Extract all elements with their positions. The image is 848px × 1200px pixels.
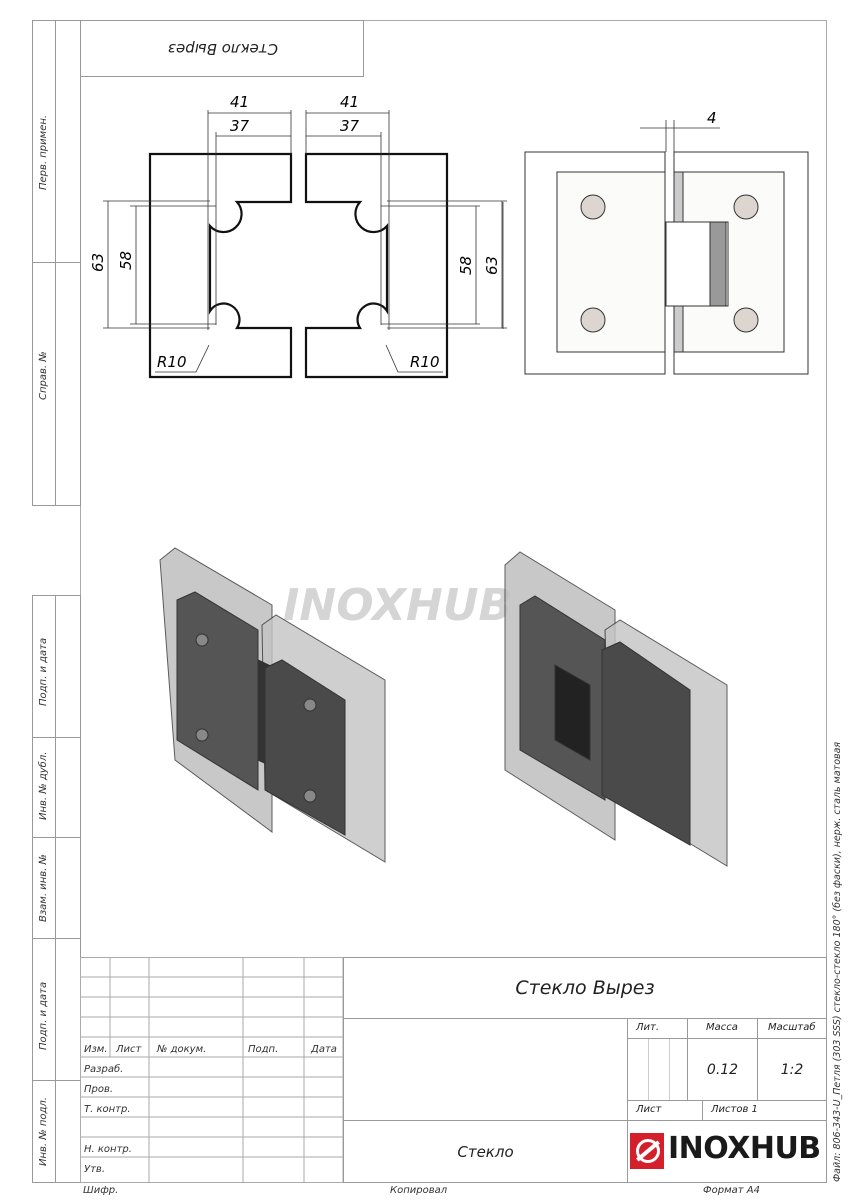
logo-text: INOXHUB bbox=[668, 1131, 821, 1166]
dim-gap: 4 bbox=[707, 109, 717, 127]
lit-label: Лит. bbox=[627, 1018, 688, 1039]
dim-r10-left: R10 bbox=[157, 353, 187, 371]
role-norm-control: Н. контр. bbox=[84, 1144, 132, 1155]
footer-cipher: Шифр. bbox=[83, 1185, 119, 1196]
header-date: Дата bbox=[311, 1044, 337, 1055]
company-logo: INOXHUB bbox=[627, 1120, 827, 1183]
technical-drawing: 41 37 41 37 63 58 58 63 R10 R10 4 INOXHU… bbox=[89, 93, 809, 867]
scale-value: 1:2 bbox=[757, 1038, 827, 1101]
material: Стекло bbox=[343, 1120, 628, 1183]
role-approved: Утв. bbox=[84, 1164, 105, 1175]
dim-41-left: 41 bbox=[230, 93, 249, 111]
watermark: INOXHUB bbox=[283, 580, 512, 631]
logo-mark-icon bbox=[630, 1133, 664, 1169]
role-tech-control: Т. контр. bbox=[84, 1104, 131, 1115]
header-doc: № докум. bbox=[157, 1044, 207, 1055]
dim-63-left: 63 bbox=[89, 253, 107, 272]
dim-37-right: 37 bbox=[340, 117, 360, 135]
role-checker: Пров. bbox=[84, 1084, 114, 1095]
dim-63-right: 63 bbox=[483, 256, 501, 275]
sheets-count: Листов 1 bbox=[702, 1100, 827, 1121]
cutout-left bbox=[148, 152, 293, 379]
drawing-title: Стекло Вырез bbox=[343, 957, 827, 1019]
hinge-iso-view-right bbox=[504, 551, 728, 867]
side-cell bbox=[55, 262, 81, 506]
dim-58-left: 58 bbox=[117, 251, 135, 270]
cutout-right bbox=[304, 152, 449, 379]
hinge-iso-view-left bbox=[159, 547, 386, 863]
header-list: Лист bbox=[116, 1044, 142, 1055]
dim-41-right: 41 bbox=[340, 93, 359, 111]
dim-r10-right: R10 bbox=[410, 353, 440, 371]
dim-37-left: 37 bbox=[230, 117, 250, 135]
scale-label: Масштаб bbox=[757, 1018, 827, 1039]
header-izm: Изм. bbox=[84, 1044, 108, 1055]
hinge-front-view bbox=[524, 151, 809, 375]
role-developer: Разраб. bbox=[84, 1064, 124, 1075]
lit-value bbox=[627, 1038, 688, 1101]
blank-cell bbox=[343, 1018, 628, 1121]
footer-format: Формат А4 bbox=[703, 1185, 760, 1196]
sheet-label: Лист bbox=[627, 1100, 703, 1121]
side-cell bbox=[55, 1080, 81, 1183]
revision-grid bbox=[80, 957, 343, 1183]
side-label: Инв. № подл. bbox=[38, 1097, 49, 1166]
mass-value: 0.12 bbox=[687, 1038, 758, 1101]
footer-copied: Копировал bbox=[390, 1185, 448, 1196]
mass-label: Масса bbox=[687, 1018, 758, 1039]
dimension-lines bbox=[103, 110, 720, 373]
dim-58-right: 58 bbox=[457, 256, 475, 275]
header-podp: Подп. bbox=[248, 1044, 279, 1055]
side-label: Подп. и дата bbox=[38, 981, 49, 1050]
file-note: Файл: 806-343-U_Петля (303 SSS) стекло-с… bbox=[832, 741, 843, 1182]
